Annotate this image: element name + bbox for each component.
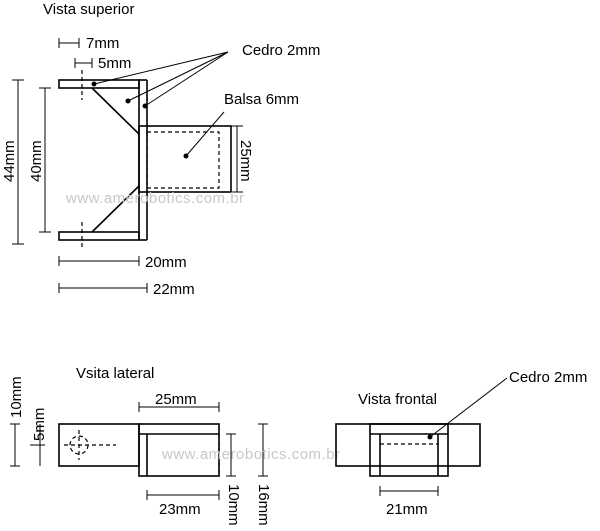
cedro-label-top: Cedro 2mm: [242, 42, 320, 59]
front-view-title: Vista frontal: [358, 391, 437, 408]
cedro-label-front: Cedro 2mm: [509, 369, 587, 386]
dim-5mm-label: 5mm: [98, 55, 131, 72]
dim-side-5mm-label: 5mm: [31, 408, 48, 441]
front-assembly: [335, 423, 481, 477]
side-view-title: Vsita lateral: [76, 365, 154, 382]
dim-22mm-label: 22mm: [153, 281, 195, 298]
dim-20mm-label: 20mm: [145, 254, 187, 271]
dim-side-16mm-label: 16mm: [255, 484, 272, 526]
dim-side-25mm: 25mm: [138, 391, 220, 412]
watermark-top: www.amerobotics.com.br: [65, 190, 245, 207]
dim-40mm-label: 40mm: [28, 140, 45, 182]
dim-side-25mm-label: 25mm: [155, 391, 197, 408]
dim-25mm-label: 25mm: [237, 140, 254, 182]
dim-side-5mm: 5mm: [30, 408, 48, 466]
balsa-label: Balsa 6mm: [224, 91, 299, 108]
side-balsa-block: [138, 423, 220, 477]
cedro-leaders: [91, 51, 229, 109]
dim-side-10mm-b: 10mm: [225, 433, 242, 526]
top-view-title: Vista superior: [43, 1, 134, 18]
dim-side-23mm-label: 23mm: [159, 501, 201, 518]
top-bracket: [58, 70, 148, 250]
dim-25mm: 25mm: [231, 125, 254, 193]
balsa-block: [138, 125, 232, 193]
side-bracket: [58, 423, 140, 467]
dim-7mm-label: 7mm: [86, 35, 119, 52]
cedro-leader-front: [427, 377, 508, 440]
dim-front-21mm-label: 21mm: [386, 501, 428, 518]
dim-side-10mm-label: 10mm: [8, 376, 25, 418]
dim-20mm: 20mm: [58, 254, 187, 271]
dim-5mm: 5mm: [74, 55, 131, 72]
dim-side-23mm: 23mm: [146, 490, 220, 518]
dim-side-10mm-b-label: 10mm: [225, 484, 242, 526]
dim-44mm-label: 44mm: [1, 140, 18, 182]
dim-7mm: 7mm: [58, 35, 119, 52]
dim-44mm: 44mm: [1, 79, 24, 245]
dim-40mm: 40mm: [28, 87, 51, 233]
dim-side-10mm: 10mm: [8, 376, 25, 467]
watermark-bottom: www.amerobotics.com.br: [161, 446, 341, 463]
dim-side-16mm: 16mm: [255, 423, 272, 526]
balsa-leader: [183, 111, 225, 159]
dim-front-21mm: 21mm: [379, 486, 439, 518]
dim-22mm: 22mm: [58, 281, 195, 298]
